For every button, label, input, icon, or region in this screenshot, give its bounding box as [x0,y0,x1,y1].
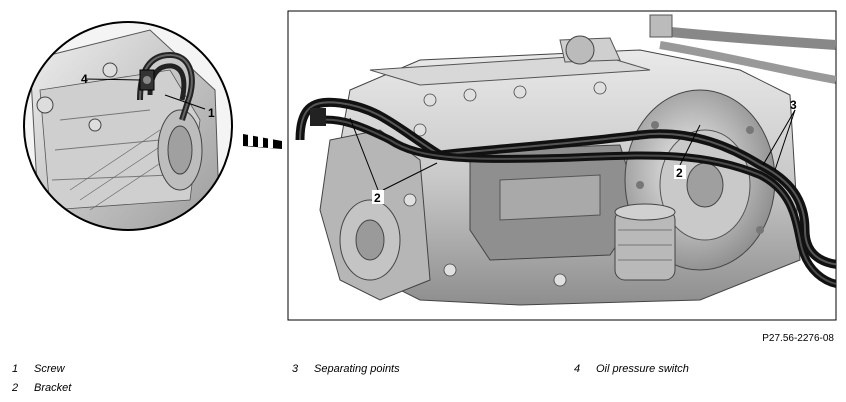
legend-text: Screw [34,363,65,375]
legend-number: 2 [12,382,19,394]
callout-3: 3 [790,98,797,112]
legend-text: Oil pressure switch [596,363,689,375]
diagram-figure: 4 1 2 2 3 [23,10,837,321]
detail-inset [23,21,233,231]
figure-reference: P27.56-2276-08 [762,333,834,344]
legend-number: 3 [292,363,299,375]
callout-4-inset: 4 [81,72,88,86]
legend-item-bracket: 2 Bracket [12,382,71,394]
legend-item-oil-pressure-switch: 4 Oil pressure switch [574,363,689,375]
legend-text: Bracket [34,382,72,394]
main-view [287,10,837,321]
legend-number: 4 [574,363,581,375]
callout-2-right: 2 [676,166,683,180]
callout-1-inset: 1 [208,106,215,120]
legend-text: Separating points [314,363,400,375]
legend: 1 Screw 2 Bracket 3 Separating points 4 … [0,360,846,400]
zoom-connector [243,134,282,149]
legend-item-screw: 1 Screw [12,363,65,375]
legend-item-separating-points: 3 Separating points [292,363,400,375]
legend-number: 1 [12,363,19,375]
transmission-illustration: 4 1 2 2 3 [23,10,837,321]
callout-2-left: 2 [374,191,381,205]
